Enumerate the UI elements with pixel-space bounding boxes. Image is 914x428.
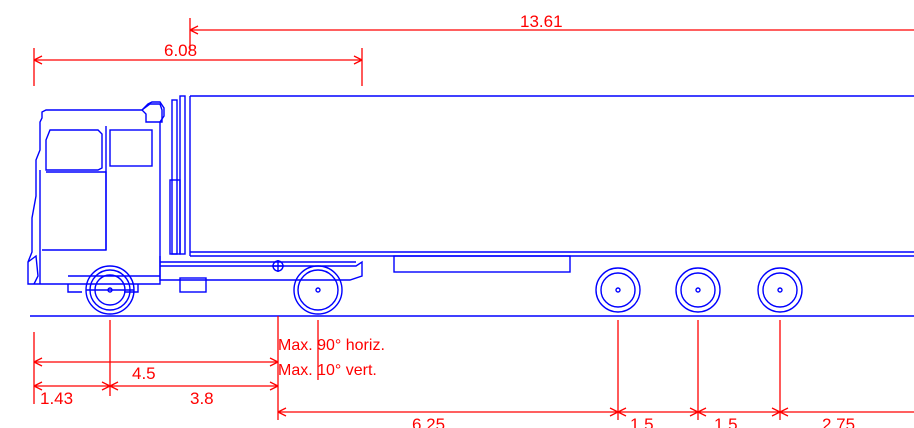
- dimension-front-to-kingpin: 4.5: [33, 357, 279, 383]
- tractor-cab: [27, 95, 363, 293]
- dimension-front-overhang: 1.43: [33, 381, 111, 408]
- dimension-label-front-overhang: 1.43: [40, 389, 73, 408]
- wheel-trailer-axle-1: [595, 267, 641, 313]
- wheel-trailer-axle-3: [757, 267, 803, 313]
- kingpin-symbol: [272, 260, 284, 272]
- dimension-label-tractor: 6.08: [164, 41, 197, 60]
- dimension-label-axle-spacing-1: 1.5: [630, 415, 654, 428]
- dimension-axle-spacing-1: 1.5: [617, 407, 699, 428]
- dimension-axle-spacing-2: 1.5: [697, 407, 781, 428]
- note-max-horizontal: Max. 90° horiz.: [278, 337, 385, 354]
- dimension-label-axle-spacing-2: 1.5: [714, 415, 738, 428]
- note-max-vertical: Max. 10° vert.: [278, 362, 377, 379]
- dimension-tractor-length: 6.08: [33, 41, 363, 86]
- dimension-label-wheelbase: 3.8: [190, 389, 214, 408]
- wheel-front-axle: [85, 265, 135, 315]
- dimension-overall-length: 13.61: [189, 12, 914, 50]
- semi-trailer: [189, 95, 914, 273]
- dimension-wheelbase: 3.8: [109, 381, 279, 408]
- wheel-trailer-axle-2: [675, 267, 721, 313]
- dimension-label-overall: 13.61: [520, 12, 563, 31]
- dimension-label-rear-overhang: 2.75: [822, 415, 855, 428]
- dimension-kingpin-to-axle: 6.25: [277, 407, 619, 428]
- dimension-label-front-to-kingpin: 4.5: [132, 364, 156, 383]
- dimension-label-kingpin-to-axle: 6.25: [412, 415, 445, 428]
- wheel-drive-axle: [293, 265, 343, 315]
- dimension-rear-overhang: 2.75: [779, 407, 914, 428]
